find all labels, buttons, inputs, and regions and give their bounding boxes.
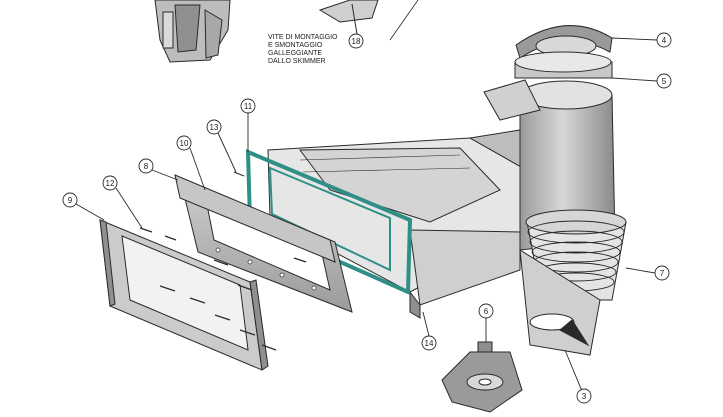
note-line-3: GALLEGGIANTE [268, 50, 323, 57]
callout-label-6: 6 [484, 307, 489, 316]
callout-11 [240, 98, 256, 114]
float-screw-part [318, 0, 419, 41]
note-line-1: VITE DI MONTAGGIO [268, 34, 338, 41]
callout-label-4: 4 [662, 36, 667, 45]
screws [139, 171, 307, 351]
callout-label-8: 8 [144, 162, 149, 171]
inner-plate [174, 174, 336, 263]
callout-label-3: 3 [582, 392, 587, 401]
callout-label-10: 10 [180, 139, 189, 148]
callout-label-9: 9 [68, 196, 73, 205]
callout-numbers: 3 4 5 6 7 8 9 10 11 12 13 14 18 [68, 36, 667, 401]
note-line-2: E SMONTAGGIO [268, 42, 323, 49]
callout-5 [656, 73, 672, 89]
callout-6 [478, 303, 494, 319]
callout-3 [576, 388, 592, 404]
callout-7 [654, 265, 670, 281]
callouts [62, 32, 672, 404]
collar-ring [514, 51, 613, 79]
callout-label-13: 13 [210, 123, 219, 132]
top-left-partial-component [154, 0, 231, 63]
callout-8 [138, 158, 154, 174]
callout-13 [206, 119, 222, 135]
callout-label-14: 14 [425, 339, 434, 348]
faceplate [99, 219, 269, 371]
mounting-screw-note: VITE DI MONTAGGIO E SMONTAGGIO GALLEGGIA… [268, 34, 358, 66]
lower-housing [519, 249, 601, 356]
callout-10 [176, 135, 192, 151]
float-part [441, 341, 523, 413]
callout-label-7: 7 [660, 269, 665, 278]
callout-18 [348, 33, 364, 49]
gasket [245, 148, 413, 296]
callout-4 [656, 32, 672, 48]
callout-label-11: 11 [244, 102, 253, 111]
lid [515, 25, 613, 59]
callout-9 [62, 192, 78, 208]
callout-label-5: 5 [662, 77, 667, 86]
callout-12 [102, 175, 118, 191]
callout-14 [421, 335, 437, 351]
callout-label-12: 12 [106, 179, 115, 188]
callout-label-18: 18 [352, 37, 361, 46]
note-line-4: DALLO SKIMMER [268, 58, 326, 65]
